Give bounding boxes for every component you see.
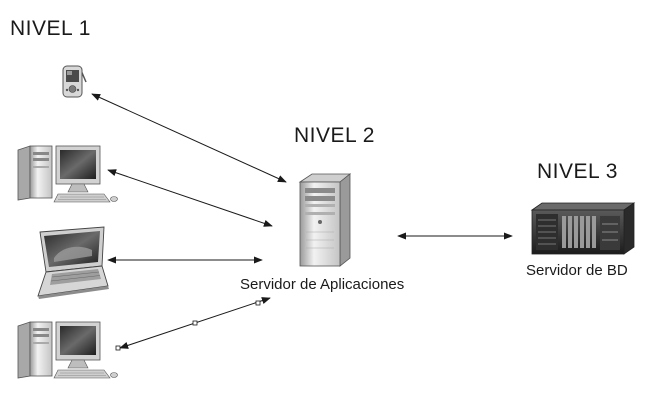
app-server-label: Servidor de Aplicaciones bbox=[240, 276, 405, 293]
tier-2-label: NIVEL 2 bbox=[294, 124, 375, 147]
db-server-label: Servidor de BD bbox=[526, 262, 628, 279]
connector-pda-to-app-server bbox=[91, 93, 287, 183]
laptop-icon bbox=[37, 226, 109, 299]
rack-server-icon bbox=[530, 202, 636, 255]
tower-server-icon bbox=[298, 173, 352, 267]
tier-1-label: NIVEL 1 bbox=[10, 17, 91, 40]
connector-desktop2-to-app-server bbox=[115, 297, 271, 351]
desktop-computer-icon bbox=[17, 145, 118, 203]
pda-icon bbox=[62, 65, 87, 98]
tier-3-label: NIVEL 3 bbox=[537, 160, 618, 183]
connector-desktop1-to-app-server bbox=[107, 169, 273, 227]
desktop-computer-icon bbox=[17, 321, 118, 379]
